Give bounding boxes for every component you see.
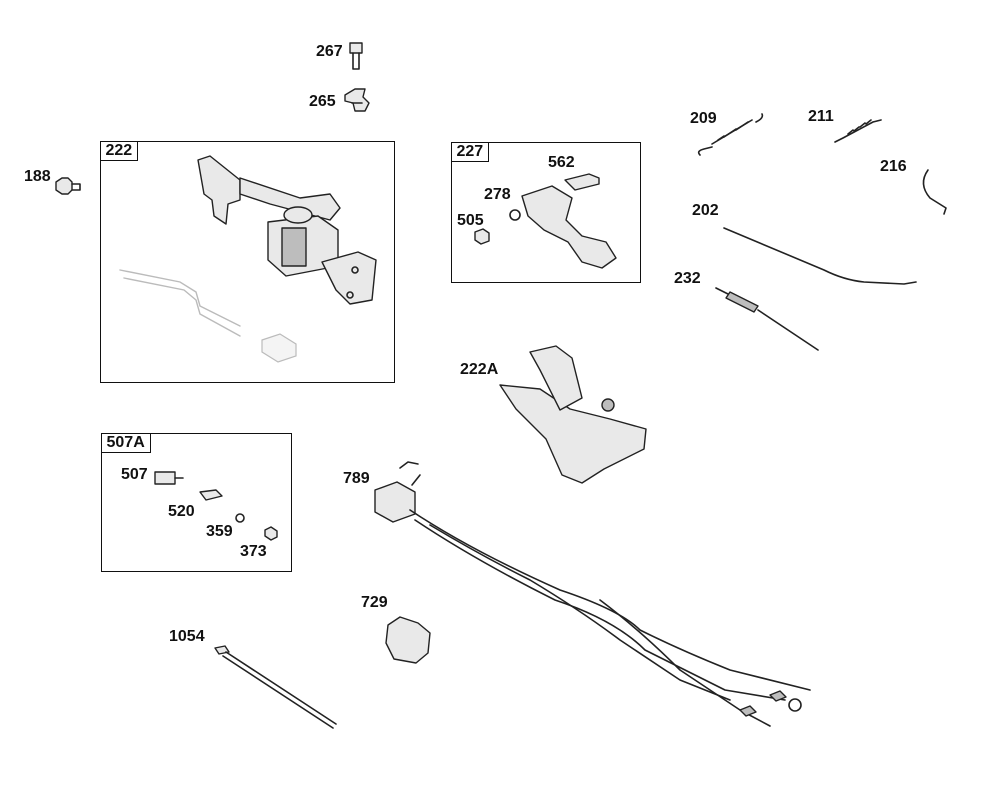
part-1054-cable-tie [214,645,337,729]
label-373: 373 [240,543,267,560]
label-222A: 222A [460,361,499,378]
label-267: 267 [316,43,343,60]
part-265-clip [344,88,370,112]
part-507A-assembly [154,471,278,541]
part-209-spring [697,113,764,156]
label-520: 520 [168,503,195,520]
label-1054: 1054 [169,628,205,645]
part-789-harness [374,461,811,727]
label-507: 507 [121,466,148,483]
part-267-bolt [349,42,363,70]
part-211-spring [834,119,882,143]
label-729: 729 [361,594,388,611]
part-222A-bracket [499,345,647,484]
label-789: 789 [343,470,370,487]
part-222-assembly [119,155,377,363]
label-232: 232 [674,270,701,287]
label-278: 278 [484,186,511,203]
part-188-bolt [55,177,81,195]
box-507A: 507A [100,432,292,572]
label-202: 202 [692,202,719,219]
label-211: 211 [808,108,834,125]
box-507A-label: 507A [100,432,151,453]
box-222-label: 222 [99,140,139,161]
box-227-label: 227 [450,141,490,162]
label-216: 216 [880,158,907,175]
label-188: 188 [24,168,51,185]
label-265: 265 [309,93,336,110]
label-562: 562 [548,154,575,171]
box-222: 222 [99,140,395,383]
part-202-rod [723,227,917,285]
box-227: 227 [450,141,641,283]
label-359: 359 [206,523,233,540]
part-227-assembly [474,173,617,269]
part-232-spring [715,287,819,351]
part-216-rod [922,169,947,215]
label-505: 505 [457,212,484,229]
label-209: 209 [690,110,717,127]
part-729-cover [385,616,431,664]
